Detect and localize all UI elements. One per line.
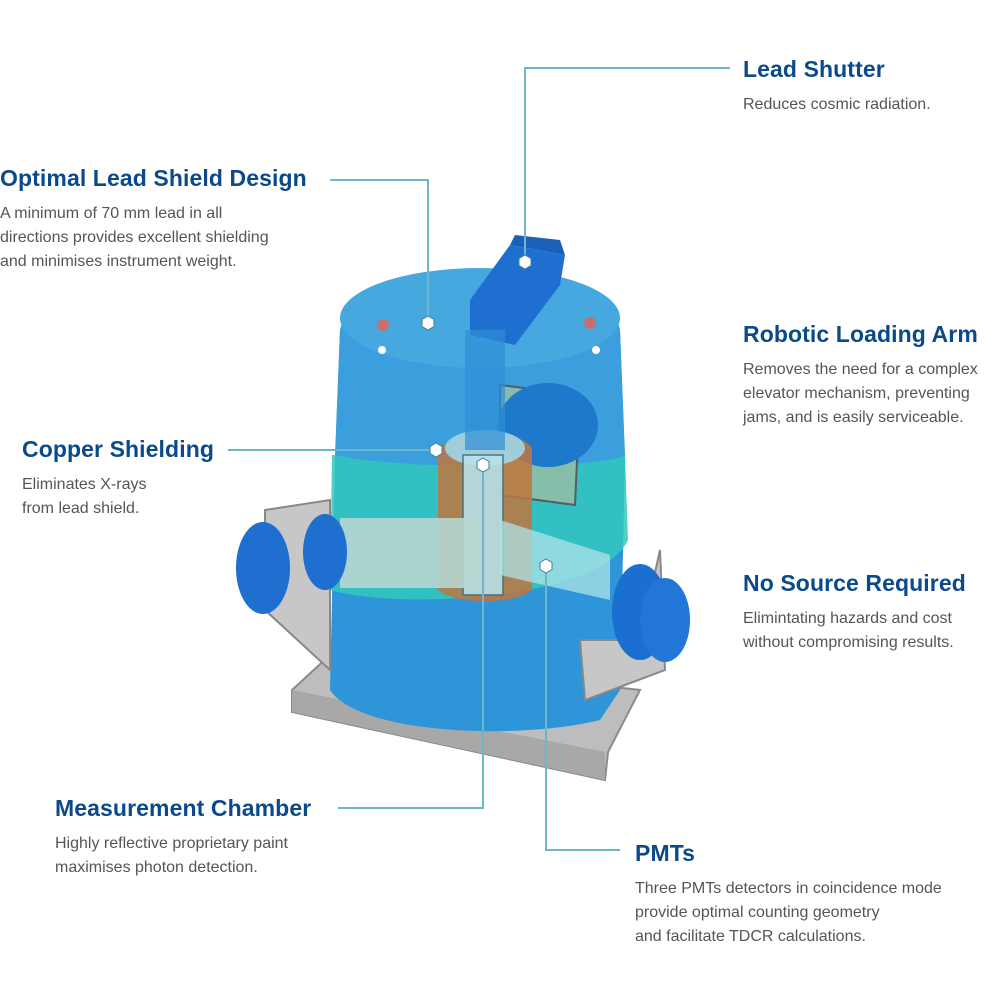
callout-measurement-chamber: Measurement Chamber Highly reflective pr… xyxy=(55,795,311,880)
leader-line-lead-shield xyxy=(330,179,429,322)
lead-shield-title: Optimal Lead Shield Design xyxy=(0,165,307,191)
pmts-description: Three PMTs detectors in coincidence mode… xyxy=(635,877,942,949)
description-line: A minimum of 70 mm lead in all xyxy=(0,205,223,222)
description-line: without compromising results. xyxy=(743,634,954,651)
description-line: Highly reflective proprietary paint xyxy=(55,835,288,852)
marker-lead-shutter xyxy=(518,254,532,270)
measurement-chamber-description: Highly reflective proprietary paint maxi… xyxy=(55,832,311,880)
description-line: elevator mechanism, preventing xyxy=(743,385,970,402)
robotic-arm-title: Robotic Loading Arm xyxy=(743,321,978,347)
lead-shutter-description: Reduces cosmic radiation. xyxy=(743,93,931,117)
description-line: Reduces cosmic radiation. xyxy=(743,96,931,113)
callout-lead-shutter: Lead Shutter Reduces cosmic radiation. xyxy=(743,56,931,117)
hotspot-markers xyxy=(421,254,553,574)
no-source-description: Elimintating hazards and cost without co… xyxy=(743,607,966,655)
left-pmt xyxy=(236,498,480,673)
marker-measurement-chamber xyxy=(476,457,490,473)
marker-copper xyxy=(429,442,443,458)
lead-shield-description: A minimum of 70 mm lead in all direction… xyxy=(0,202,307,274)
callout-copper-shielding: Copper Shielding Eliminates X-rays from … xyxy=(22,436,214,521)
lead-shutter-title: Lead Shutter xyxy=(743,56,885,82)
description-line: maximises photon detection. xyxy=(55,859,258,876)
copper-shielding-description: Eliminates X-rays from lead shield. xyxy=(22,473,214,521)
pmts-title: PMTs xyxy=(635,840,696,866)
measurement-chamber-title: Measurement Chamber xyxy=(55,795,312,821)
lead-shutter xyxy=(465,235,565,450)
copper-shielding-title: Copper Shielding xyxy=(22,436,214,462)
robotic-arm-description: Removes the need for a complex elevator … xyxy=(743,358,978,430)
leader-line-measurement-chamber xyxy=(338,465,484,809)
callout-lead-shield: Optimal Lead Shield Design A minimum of … xyxy=(0,165,307,274)
no-source-title: No Source Required xyxy=(743,570,966,596)
callout-no-source: No Source Required Elimintating hazards … xyxy=(743,570,966,655)
description-line: Three PMTs detectors in coincidence mode xyxy=(635,880,942,897)
description-line: and facilitate TDCR calculations. xyxy=(635,928,866,945)
leader-line-lead-shutter xyxy=(524,67,730,262)
description-line: Elimintating hazards and cost xyxy=(743,610,952,627)
description-line: directions provides excellent shielding xyxy=(0,229,269,246)
description-line: from lead shield. xyxy=(22,500,140,517)
callout-pmts: PMTs Three PMTs detectors in coincidence… xyxy=(635,840,942,949)
description-line: and minimises instrument weight. xyxy=(0,253,237,270)
description-line: jams, and is easily serviceable. xyxy=(743,409,964,426)
callout-robotic-arm: Robotic Loading Arm Removes the need for… xyxy=(743,321,978,430)
description-line: provide optimal counting geometry xyxy=(635,904,880,921)
right-pmt xyxy=(500,520,690,702)
marker-pmts xyxy=(539,558,553,574)
marker-lead-shield xyxy=(421,315,435,331)
description-line: Removes the need for a complex xyxy=(743,361,978,378)
description-line: Eliminates X-rays xyxy=(22,476,147,493)
leader-line-pmts xyxy=(545,565,620,851)
leader-lines xyxy=(228,67,730,851)
